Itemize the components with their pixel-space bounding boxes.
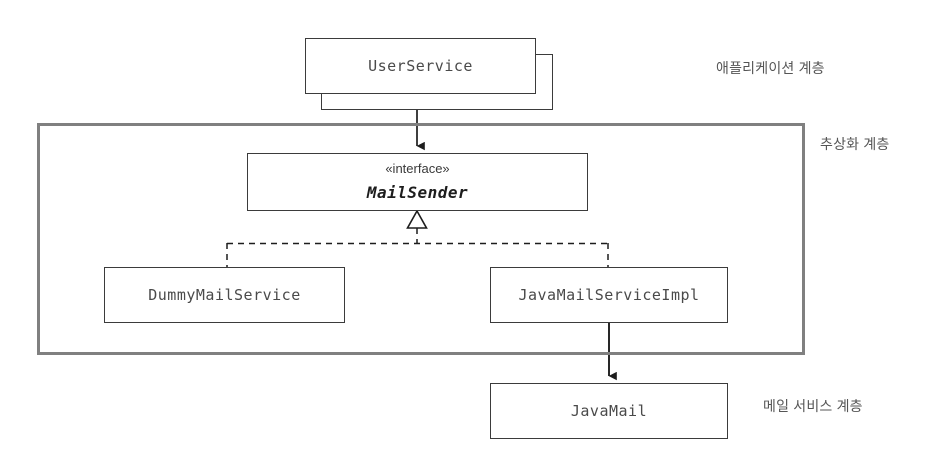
- javamailserviceimpl-label: JavaMailServiceImpl: [518, 286, 700, 304]
- node-javamailserviceimpl[interactable]: JavaMailServiceImpl: [490, 267, 728, 323]
- node-mailsender[interactable]: «interface» MailSender: [247, 153, 588, 211]
- userservice-label: UserService: [368, 57, 473, 75]
- abstraction-layer-frame: [37, 123, 805, 355]
- node-dummymailservice[interactable]: DummyMailService: [104, 267, 345, 323]
- caption-mail-service-layer: 메일 서비스 계층: [763, 398, 863, 414]
- mailsender-label: MailSender: [366, 183, 469, 203]
- caption-abstraction-layer: 추상화 계층: [820, 136, 890, 152]
- node-userservice[interactable]: UserService: [305, 38, 536, 94]
- javamail-label: JavaMail: [570, 402, 648, 420]
- dummymailservice-label: DummyMailService: [148, 286, 301, 304]
- caption-application-layer: 애플리케이션 계층: [716, 60, 825, 76]
- node-javamail[interactable]: JavaMail: [490, 383, 728, 439]
- mailsender-stereotype: «interface»: [385, 160, 450, 176]
